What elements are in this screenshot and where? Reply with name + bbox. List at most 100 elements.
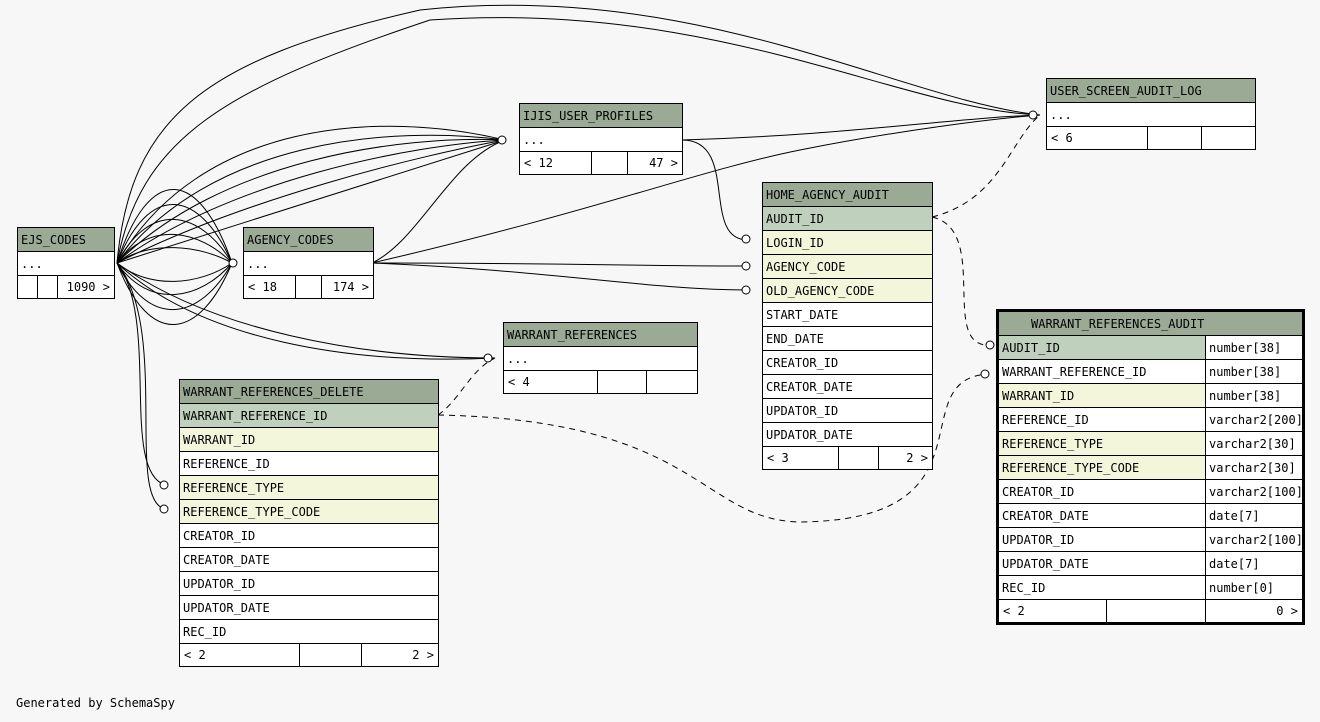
column-row: CREATOR_ID: [763, 351, 932, 375]
column-row: REFERENCE_ID: [180, 452, 438, 476]
column-name: REFERENCE_TYPE_CODE: [999, 456, 1206, 479]
children-count: 0 >: [1276, 604, 1298, 618]
children-count: 2 >: [412, 648, 434, 662]
column-type: varchar2[30]: [1206, 432, 1302, 455]
column-row: REFERENCE_TYPE_CODE: [180, 500, 438, 524]
columns-ellipsis: ...: [21, 256, 43, 271]
column-name: UPDATOR_ID: [999, 528, 1206, 551]
column-name: CREATOR_DATE: [766, 379, 853, 394]
table-ijis-user-profiles[interactable]: IJIS_USER_PROFILES ... < 12 47 >: [519, 103, 683, 175]
column-name: AGENCY_CODE: [766, 259, 846, 274]
column-name: OLD_AGENCY_CODE: [766, 283, 875, 298]
column-row: AUDIT_ID: [763, 207, 932, 231]
column-row: LOGIN_ID: [763, 231, 932, 255]
column-name: CREATOR_ID: [183, 528, 256, 543]
table-name: WARRANT_REFERENCES_AUDIT: [1031, 316, 1205, 331]
column-name: REC_ID: [999, 576, 1206, 599]
column-name: AUDIT_ID: [999, 336, 1206, 359]
column-type: varchar2[100]: [1206, 480, 1302, 503]
column-type: number[38]: [1206, 384, 1302, 407]
columns-ellipsis: ...: [523, 132, 545, 147]
column-row: WARRANT_REFERENCE_ID: [180, 404, 438, 428]
column-name: WARRANT_REFERENCE_ID: [999, 360, 1206, 383]
column-name: WARRANT_REFERENCE_ID: [183, 408, 328, 423]
table-title: EJS_CODES: [18, 228, 114, 252]
column-name: REFERENCE_ID: [183, 456, 270, 471]
columns-ellipsis: ...: [247, 256, 269, 271]
children-count: 1090 >: [66, 280, 110, 294]
parents-count: < 2: [999, 600, 1107, 622]
column-row: CREATOR_DATE: [180, 548, 438, 572]
parents-count: < 3: [763, 447, 839, 469]
relationship-counts: < 2 0 >: [999, 600, 1302, 622]
column-name: UPDATOR_DATE: [766, 427, 853, 442]
table-name: EJS_CODES: [21, 232, 87, 247]
column-type: number[38]: [1206, 336, 1302, 359]
table-name: USER_SCREEN_AUDIT_LOG: [1050, 83, 1202, 98]
columns-ellipsis: ...: [507, 351, 529, 366]
relationship-counts: < 18 174 >: [244, 276, 373, 298]
table-home-agency-audit[interactable]: HOME_AGENCY_AUDIT AUDIT_ID LOGIN_ID AGEN…: [762, 182, 933, 470]
relationship-counts: < 12 47 >: [520, 152, 682, 174]
column-name: WARRANT_ID: [183, 432, 256, 447]
children-count: [1202, 127, 1255, 149]
relationship-counts: < 4: [504, 371, 697, 393]
column-type: date[7]: [1206, 504, 1302, 527]
table-name: WARRANT_REFERENCES_DELETE: [183, 384, 364, 399]
table-ejs-codes[interactable]: EJS_CODES ... 1090 >: [17, 227, 115, 299]
column-type: number[38]: [1206, 360, 1302, 383]
column-row: WARRANT_ID: [180, 428, 438, 452]
column-row: UPDATOR_ID: [763, 399, 932, 423]
column-row: START_DATE: [763, 303, 932, 327]
table-agency-codes[interactable]: AGENCY_CODES ... < 18 174 >: [243, 227, 374, 299]
column-type: number[0]: [1206, 576, 1302, 599]
table-warrant-references[interactable]: WARRANT_REFERENCES ... < 4: [503, 322, 698, 394]
column-name: REFERENCE_TYPE: [999, 432, 1206, 455]
columns-ellipsis: ...: [1050, 107, 1072, 122]
column-name: END_DATE: [766, 331, 824, 346]
column-name: CREATOR_DATE: [999, 504, 1206, 527]
column-name: CREATOR_ID: [999, 480, 1206, 503]
column-row: CREATOR_ID: [180, 524, 438, 548]
column-name: REC_ID: [183, 624, 227, 639]
table-name: AGENCY_CODES: [247, 232, 334, 247]
relationship-counts: < 6: [1047, 127, 1255, 149]
column-name: UPDATOR_DATE: [183, 600, 270, 615]
parents-count: < 12: [520, 152, 592, 174]
column-row: CREATOR_DATE: [763, 375, 932, 399]
column-name: REFERENCE_ID: [999, 408, 1206, 431]
table-user-screen-audit-log[interactable]: USER_SCREEN_AUDIT_LOG ... < 6: [1046, 78, 1256, 150]
table-name: IJIS_USER_PROFILES: [523, 108, 654, 123]
column-row: REC_ID: [180, 620, 438, 644]
column-name: CREATOR_DATE: [183, 552, 270, 567]
parents-count: [18, 276, 38, 298]
column-name: WARRANT_ID: [999, 384, 1206, 407]
column-row: UPDATOR_DATE: [180, 596, 438, 620]
column-type: date[7]: [1206, 552, 1302, 575]
column-name: LOGIN_ID: [766, 235, 824, 250]
relationship-counts: < 3 2 >: [763, 447, 932, 469]
children-count: 47 >: [649, 156, 678, 170]
children-count: 174 >: [332, 280, 369, 294]
table-name: HOME_AGENCY_AUDIT: [766, 187, 889, 202]
column-type: varchar2[100]: [1206, 528, 1302, 551]
column-type: varchar2[30]: [1206, 456, 1302, 479]
parents-count: < 18: [244, 276, 296, 298]
column-name: UPDATOR_ID: [766, 403, 839, 418]
table-name: WARRANT_REFERENCES: [507, 327, 638, 342]
parents-count: < 4: [504, 371, 598, 393]
column-row: REFERENCE_TYPE: [180, 476, 438, 500]
column-row: UPDATOR_ID: [180, 572, 438, 596]
table-warrant-references-delete[interactable]: WARRANT_REFERENCES_DELETE WARRANT_REFERE…: [179, 379, 439, 667]
children-count: [647, 371, 697, 393]
column-row: OLD_AGENCY_CODE: [763, 279, 932, 303]
column-row: AGENCY_CODE: [763, 255, 932, 279]
parents-count: < 2: [180, 644, 300, 666]
